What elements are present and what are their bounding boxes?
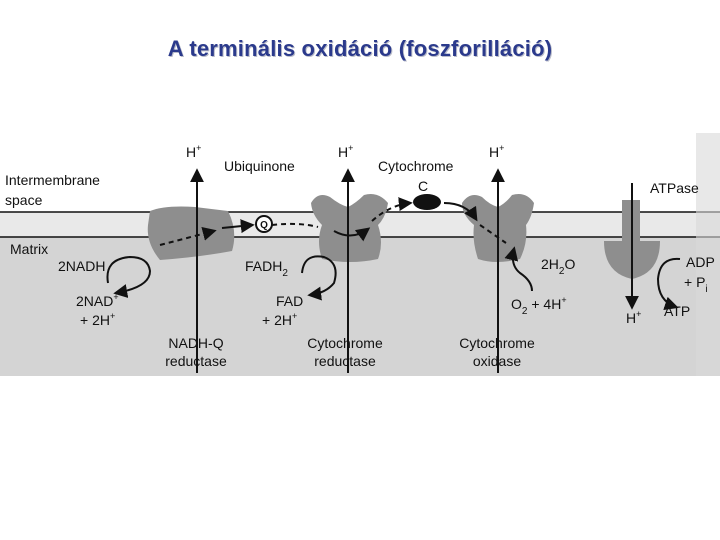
right-edge-shade xyxy=(696,133,720,376)
adp-label-2: + Pi xyxy=(684,274,708,295)
matrix-label: Matrix xyxy=(10,241,48,257)
complex-1-label-1: NADH-Q xyxy=(168,335,223,351)
fad-label-1: FAD xyxy=(276,293,303,309)
complex-1-label-2: reductase xyxy=(165,353,227,369)
water-label: 2H2O xyxy=(541,256,575,277)
proton-label-1: H+ xyxy=(186,143,201,160)
fadh2-label: FADH2 xyxy=(245,258,288,279)
complex-3-label-1: Cytochrome xyxy=(307,335,383,351)
complex-3-label-2: reductase xyxy=(314,353,376,369)
nadh-label: 2NADH xyxy=(58,258,105,274)
diagram-svg: Q Intermembrane space Matrix H+ H+ H+ Ub… xyxy=(0,133,720,376)
nadh-oxidation-curve xyxy=(106,255,152,298)
water-formation-curve xyxy=(504,246,533,292)
oxygen-label: O2 + 4H+ xyxy=(511,295,567,317)
atp-label: ATP xyxy=(664,303,690,319)
nadh-q-reductase-shape xyxy=(147,206,235,260)
intermembrane-label-1: Intermembrane xyxy=(5,172,100,188)
complex-4-label-2: oxidase xyxy=(473,353,521,369)
cytochrome-c-label-2: C xyxy=(418,178,428,194)
adp-label-1: ADP xyxy=(686,254,715,270)
cytochrome-c-label-1: Cytochrome xyxy=(378,158,454,174)
q-label: Q xyxy=(260,220,268,231)
cytochrome-reductase-shape xyxy=(311,194,388,262)
proton-label-2: H+ xyxy=(338,143,353,160)
electron-path-3 xyxy=(271,222,319,228)
proton-bottom-label: H+ xyxy=(626,309,641,326)
nad-label-1: 2NAD+ xyxy=(76,292,119,309)
cytochrome-c-carrier xyxy=(413,194,441,210)
electron-path-6 xyxy=(443,202,478,222)
page-title: A terminális oxidáció (foszforilláció) xyxy=(167,36,553,61)
atpase-label: ATPase xyxy=(650,180,699,196)
nad-label-2: + 2H+ xyxy=(80,311,115,328)
intermembrane-label-2: space xyxy=(5,192,43,208)
electron-path-1 xyxy=(159,227,217,246)
atp-synthesis-curve xyxy=(656,257,681,311)
fadh2-oxidation-curve xyxy=(301,255,337,301)
electron-path-4 xyxy=(333,227,371,242)
fad-label-2: + 2H+ xyxy=(262,311,297,328)
electron-path-2 xyxy=(221,219,255,234)
proton-label-3: H+ xyxy=(489,143,504,160)
electron-path-5 xyxy=(371,197,413,222)
electron-transport-diagram: Q Intermembrane space Matrix H+ H+ H+ Ub… xyxy=(0,133,720,376)
complex-4-label-1: Cytochrome xyxy=(459,335,535,351)
ubiquinone-label: Ubiquinone xyxy=(224,158,295,174)
